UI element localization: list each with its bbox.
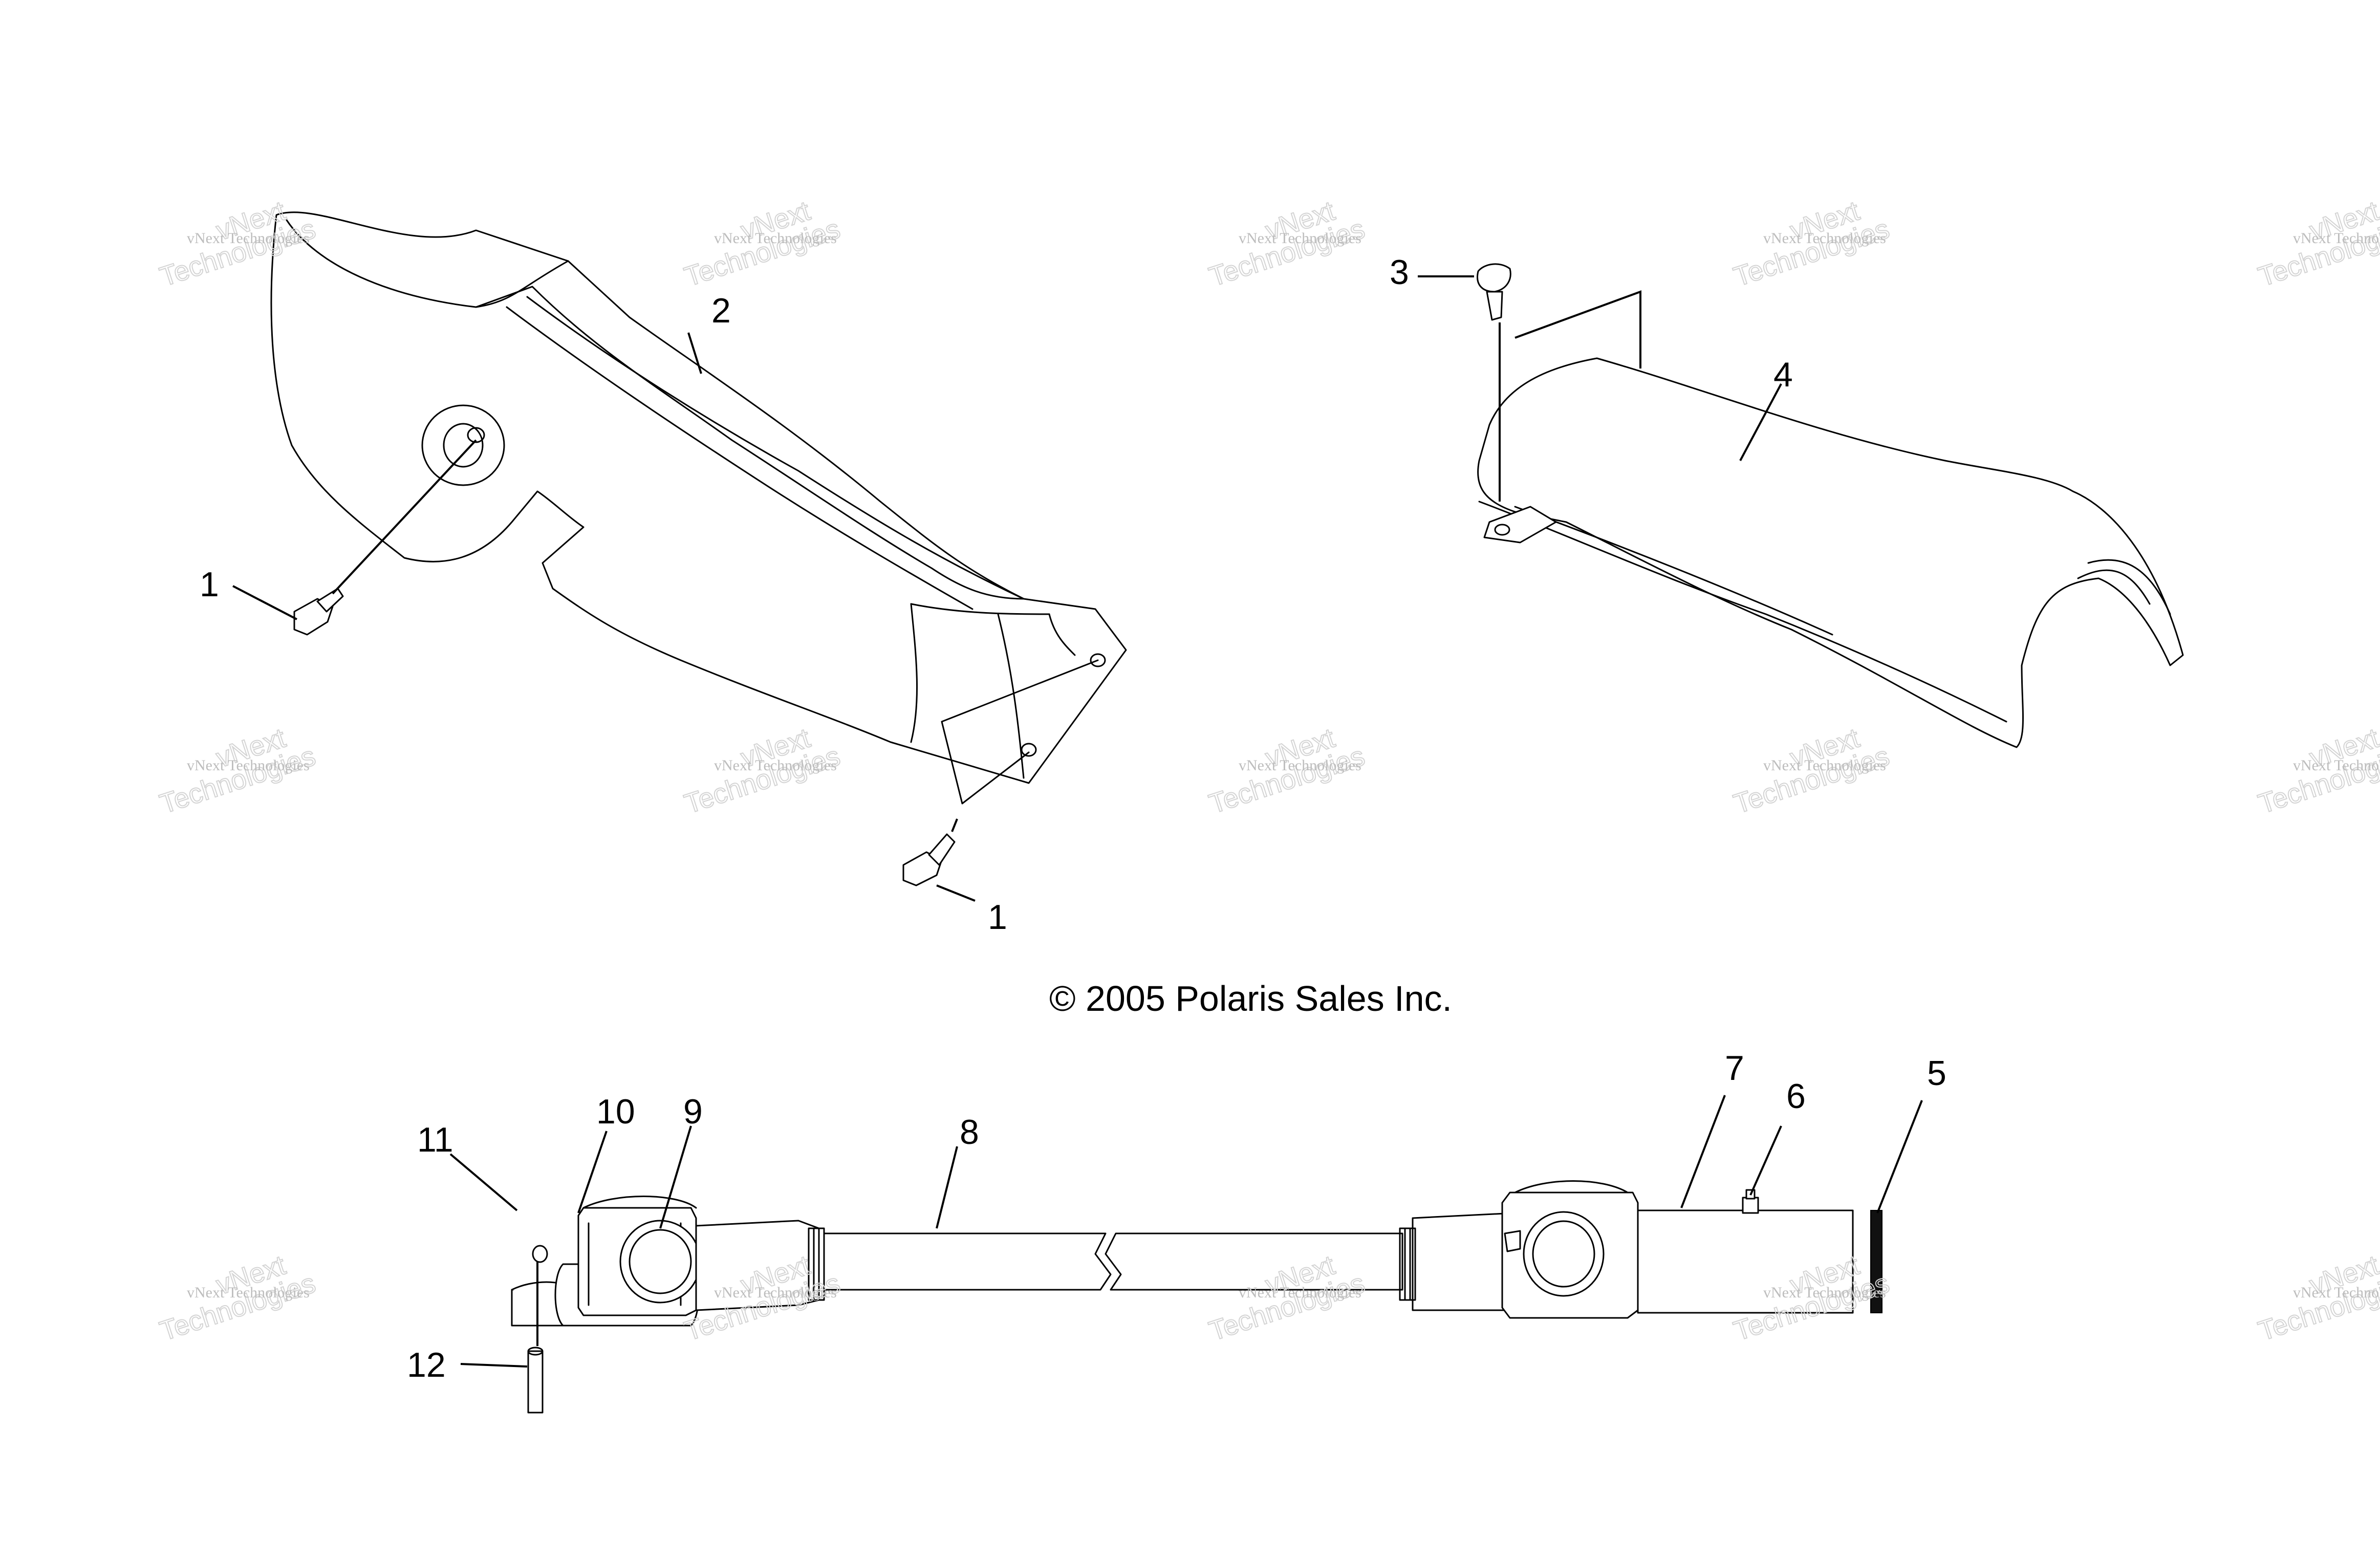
- watermark-r2c2: Technologies vNext vNext Technologies: [680, 722, 844, 820]
- callout-5: 5: [1927, 1054, 1946, 1093]
- callout-4: 4: [1773, 355, 1793, 394]
- svg-text:vNext Technologies: vNext Technologies: [1239, 230, 1361, 247]
- watermark-r2c3: Technologies vNext vNext Technologies: [1205, 722, 1369, 820]
- svg-text:vNext Technologies: vNext Technologies: [187, 230, 310, 247]
- callout-7: 7: [1725, 1049, 1744, 1088]
- watermark-r1c5: Technologies vNext vNext Technologies: [2254, 195, 2380, 293]
- svg-text:vNext Technologies: vNext Technologies: [714, 757, 837, 774]
- svg-text:vNext Technologies: vNext Technologies: [2293, 230, 2380, 247]
- callout-11: 11: [417, 1120, 453, 1159]
- callout-2: 2: [711, 291, 731, 330]
- callout-1-upper: 1: [200, 565, 219, 604]
- watermark-r2c5: Technologies vNext vNext Technologies: [2254, 722, 2380, 820]
- svg-text:vNext Technologies: vNext Technologies: [1239, 1284, 1361, 1301]
- watermark-r1c4: Technologies vNext vNext Technologies: [1729, 195, 1893, 293]
- svg-text:vNext Technologies: vNext Technologies: [1239, 757, 1361, 774]
- callout-12: 12: [407, 1346, 446, 1384]
- drive-shaft-assembly: [511, 1180, 1883, 1414]
- watermark-r3c1: Technologies vNext vNext Technologies: [156, 1249, 319, 1348]
- svg-text:vNext Technologies: vNext Technologies: [714, 1284, 837, 1301]
- svg-text:vNext Technologies: vNext Technologies: [2293, 1284, 2380, 1301]
- svg-text:vNext Technologies: vNext Technologies: [1763, 757, 1886, 774]
- callout-1-lower: 1: [988, 898, 1007, 937]
- watermark-r2c4: Technologies vNext vNext Technologies: [1729, 722, 1893, 820]
- part-3-screw: [1477, 263, 1641, 502]
- callout-10: 10: [596, 1092, 635, 1131]
- part-2-guard: [270, 211, 1127, 805]
- copyright-notice: © 2005 Polaris Sales Inc.: [1049, 979, 1452, 1018]
- svg-text:vNext Technologies: vNext Technologies: [187, 757, 310, 774]
- part-4-guard: [1477, 357, 2184, 748]
- watermark-r1c2: Technologies vNext vNext Technologies: [680, 195, 844, 293]
- svg-text:vNext Technologies: vNext Technologies: [1763, 230, 1886, 247]
- svg-text:vNext Technologies: vNext Technologies: [714, 230, 837, 247]
- callout-9: 9: [683, 1092, 703, 1131]
- part-1-screw-upper: [293, 439, 477, 636]
- svg-text:vNext Technologies: vNext Technologies: [2293, 757, 2380, 774]
- callout-3: 3: [1390, 253, 1409, 292]
- watermark-r2c1: Technologies vNext vNext Technologies: [156, 722, 319, 820]
- svg-text:vNext Technologies: vNext Technologies: [187, 1284, 310, 1301]
- leader-lines: [232, 275, 1923, 1368]
- svg-text:vNext Technologies: vNext Technologies: [1763, 1284, 1886, 1301]
- watermark-r1c3: Technologies vNext vNext Technologies: [1205, 195, 1369, 293]
- callout-8: 8: [960, 1113, 979, 1152]
- callout-6: 6: [1786, 1077, 1806, 1116]
- part-1-screw-lower: [902, 818, 958, 886]
- watermark-r3c5: Technologies vNext vNext Technologies: [2254, 1249, 2380, 1348]
